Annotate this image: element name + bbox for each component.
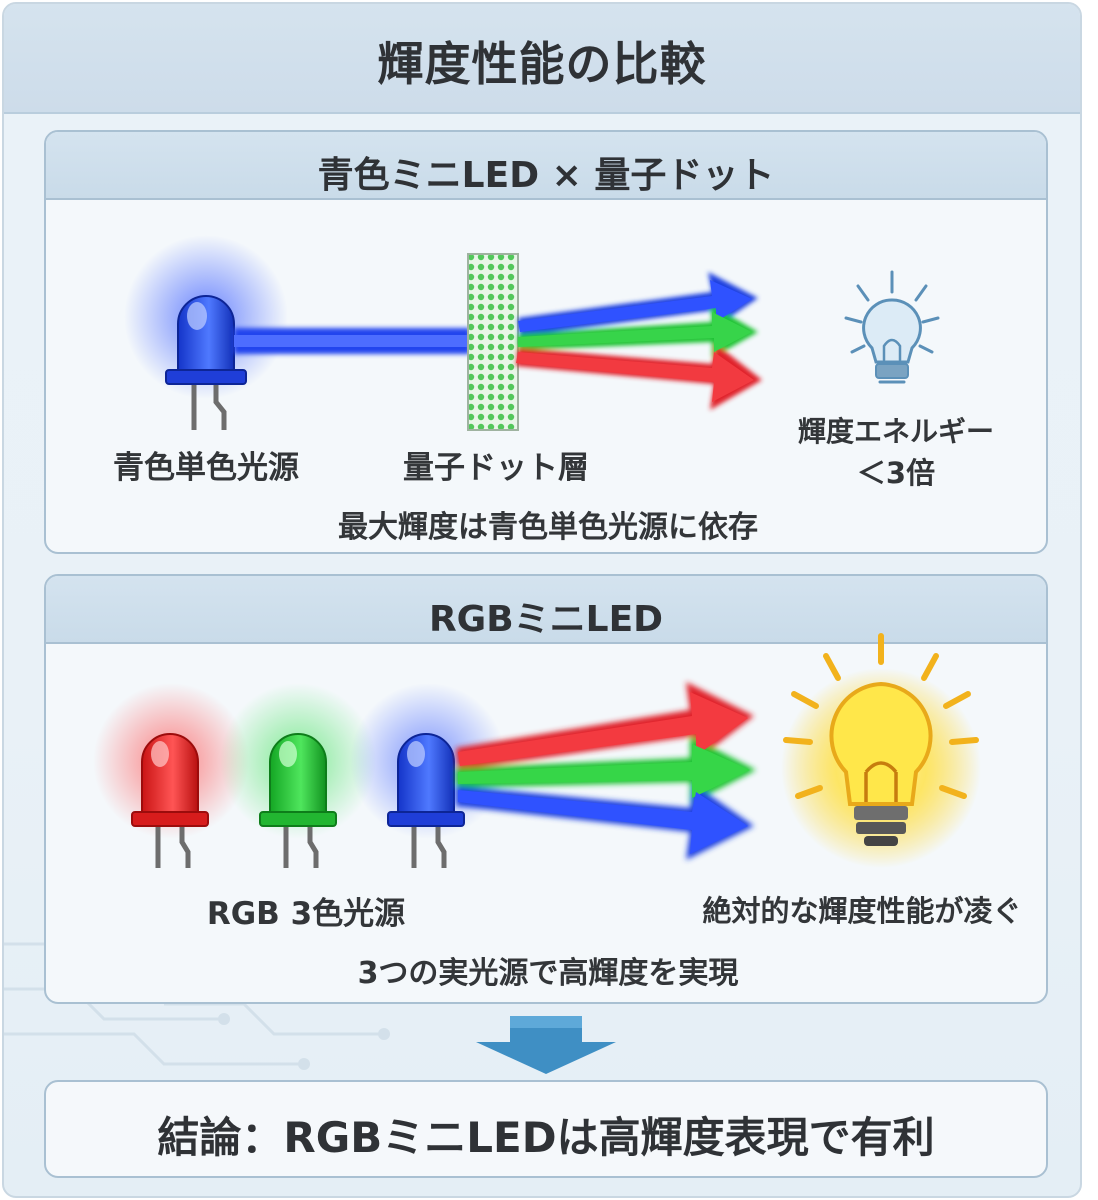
- rgb-beam-arrows: [456, 682, 756, 860]
- conclusion-box: 結論：RGBミニLEDは高輝度表現で有利: [44, 1080, 1048, 1178]
- panel-blue-mini-led-qd: 青色ミニLED × 量子ドット: [44, 130, 1048, 554]
- conclusion-text: 結論：RGBミニLEDは高輝度表現で有利: [157, 1113, 935, 1162]
- energy-label-line1: 輝度エネルギー: [797, 415, 994, 448]
- panel-title: RGBミニLED: [428, 599, 664, 640]
- led-blue-icon: [124, 235, 288, 430]
- result-label: 絶対的な輝度性能が凌ぐ: [702, 894, 1022, 928]
- title-bar: 輝度性能の比較: [4, 4, 1080, 114]
- led-red-icon: [93, 683, 249, 868]
- led-green-icon: [220, 683, 376, 868]
- blue-source-label: 青色単色光源: [113, 450, 299, 486]
- down-arrow-icon: [476, 1016, 616, 1074]
- page-title: 輝度性能の比較: [377, 37, 707, 91]
- rgb-output-arrows: [516, 272, 762, 410]
- panel-rgb-mini-led: RGBミニLED: [44, 574, 1048, 1004]
- top-panel-art: [124, 235, 940, 431]
- qd-layer-label: 量子ドット層: [403, 450, 589, 486]
- panel-title: 青色ミニLED × 量子ドット: [317, 155, 775, 196]
- bright-bulb-icon: [781, 633, 981, 868]
- rgb-source-label: RGB 3色光源: [206, 896, 406, 932]
- dim-bulb-icon: [844, 270, 940, 384]
- panel-caption: 最大輝度は青色単色光源に依存: [338, 510, 758, 545]
- panel-header: 青色ミニLED × 量子ドット: [46, 132, 1046, 200]
- panel-caption: 3つの実光源で高輝度を実現: [357, 956, 739, 991]
- bottom-panel-art: [93, 633, 981, 868]
- energy-label-line2: ＜3倍: [856, 456, 936, 490]
- panel-header: RGBミニLED: [46, 576, 1046, 644]
